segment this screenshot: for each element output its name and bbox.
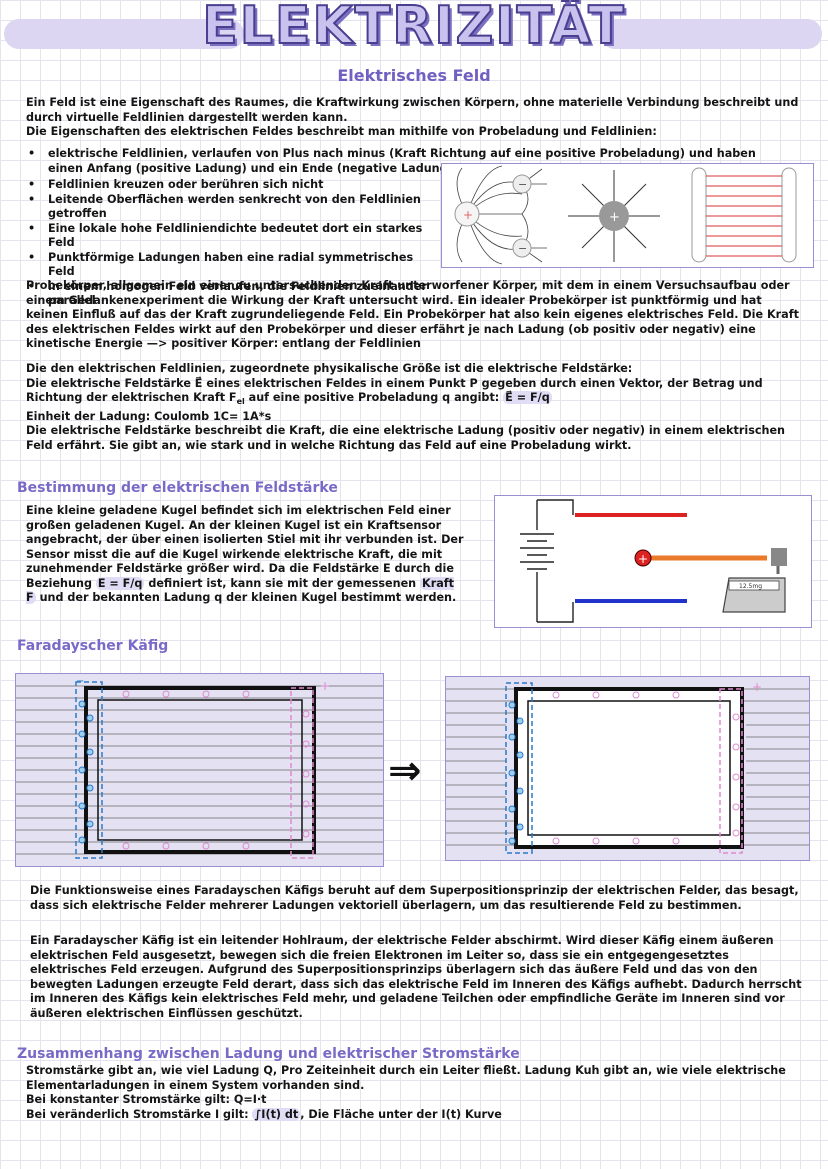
svg-text:+: +: [638, 552, 648, 566]
bullet-list: Feldlinien kreuzen oder berühren sich ni…: [26, 178, 436, 309]
current-definition: Stromstärke gibt an, wie viel Ladung Q, …: [26, 1064, 786, 1092]
bullet-item: Leitende Oberflächen werden senkrecht vo…: [26, 193, 436, 222]
integral-highlight: ∫I(t) dt: [252, 1107, 301, 1121]
svg-text:+: +: [609, 210, 620, 225]
bullet-item: in einem homogen Feld verlaufen, die Fel…: [26, 280, 436, 309]
bullet-item: Eine lokale hohe Feldliniendichte bedeut…: [26, 222, 436, 251]
determination-text-1: Eine kleine geladene Kugel befindet sich…: [26, 504, 464, 590]
probe-text: Probekörper, allgemein ein einer zu unte…: [26, 279, 799, 350]
intro-properties: Die Eigenschaften des elektrischen Felde…: [26, 125, 657, 138]
faraday-explanation: Ein Faradayscher Käfig ist ein leitender…: [30, 934, 806, 1021]
page-title: ELEKTRIZITÄT: [201, 0, 626, 57]
probe-paragraph: Probekörper, allgemein ein einer zu unte…: [26, 279, 806, 352]
faraday-text-2: Ein Faradayscher Käfig ist ein leitender…: [30, 934, 802, 1020]
heading-faraday: Faradayscher Käfig: [17, 638, 169, 654]
formula-highlight: E = F/q: [95, 576, 145, 590]
faraday-cage-after-figure: +: [446, 680, 809, 854]
field-strength-definition: Die elektrische Feldstärke E⃗ eines elek…: [26, 377, 806, 410]
field-strength-description: Die elektrische Feldstärke beschreibt di…: [26, 424, 786, 452]
svg-text:−: −: [76, 676, 84, 687]
first-bullet: elektrische Feldlinien, verlaufen von Pl…: [26, 147, 791, 176]
svg-text:+: +: [463, 208, 473, 222]
definition-text: Die elektrische Feldstärke E⃗ eines elek…: [26, 376, 763, 405]
faraday-cage-before-figure: − +: [16, 676, 383, 859]
determination-text-2: definiert ist, kann sie mit der gemessen…: [148, 576, 417, 590]
determination-text-3: und der bekannten Ladung q der kleinen K…: [39, 591, 457, 604]
variable-current-text: Bei veränderlich Stromstärke I gilt:: [26, 1107, 249, 1121]
field-strength-block: Die den elektrischen Feldlinien, zugeord…: [26, 362, 806, 453]
faraday-cage-before: − +: [15, 673, 384, 867]
variable-current-text-end: , Die Fläche unter der I(t) Kurve: [300, 1107, 502, 1121]
bullet-item: elektrische Feldlinien, verlaufen von Pl…: [26, 147, 791, 176]
variable-current: Bei veränderlich Stromstärke I gilt: ∫I(…: [26, 1107, 806, 1123]
heading-bestimmung: Bestimmung der elektrischen Feldstärke: [17, 480, 338, 496]
unit-line: Einheit der Ladung: Coulomb 1C= 1A*s: [26, 409, 272, 423]
bullet-item: Punktförmige Ladungen haben eine radial …: [26, 251, 436, 280]
intro-block: Ein Feld ist eine Eigenschaft des Raumes…: [26, 96, 806, 140]
faraday-cage-after: +: [445, 676, 810, 861]
svg-text:−: −: [518, 242, 527, 255]
scale-display: 12.5mg: [739, 583, 762, 590]
determination-text: Eine kleine geladene Kugel befindet sich…: [26, 504, 466, 606]
faraday-superposition: Die Funktionsweise eines Faradayschen Kä…: [30, 884, 806, 913]
svg-text:+: +: [320, 679, 330, 693]
transition-arrow: ⇒: [388, 748, 422, 794]
definition-text-end: auf eine positive Probeladung q angibt:: [248, 391, 500, 404]
field-lines-diagram: + − − +: [441, 163, 814, 268]
subscript-el: el: [236, 397, 245, 407]
title-decoration-left: [4, 19, 244, 49]
svg-text:+: +: [752, 680, 762, 694]
constant-current: Bei konstanter Stromstärke gilt: Q=I·t: [26, 1093, 267, 1106]
section-subtitle: Elektrisches Feld: [337, 66, 491, 85]
title-decoration-right: [600, 19, 822, 49]
intro-paragraph: Ein Feld ist eine Eigenschaft des Raumes…: [26, 96, 799, 124]
faraday-text-1: Die Funktionsweise eines Faradayschen Kä…: [30, 884, 799, 912]
force-sensor-diagram: + 12.5mg: [494, 495, 812, 628]
svg-text:−: −: [518, 178, 527, 191]
field-lines-figure: + − − +: [454, 165, 797, 265]
heading-stromstaerke: Zusammenhang zwischen Ladung und elektri…: [17, 1046, 520, 1062]
current-block: Stromstärke gibt an, wie viel Ladung Q, …: [26, 1064, 806, 1122]
bullet-item: Feldlinien kreuzen oder berühren sich ni…: [26, 178, 436, 193]
determination-paragraph: Eine kleine geladene Kugel befindet sich…: [26, 504, 466, 606]
formula-highlight: E⃗ = F/q: [503, 391, 552, 404]
force-sensor-figure: + 12.5mg: [520, 499, 787, 623]
field-strength-intro: Die den elektrischen Feldlinien, zugeord…: [26, 362, 633, 375]
